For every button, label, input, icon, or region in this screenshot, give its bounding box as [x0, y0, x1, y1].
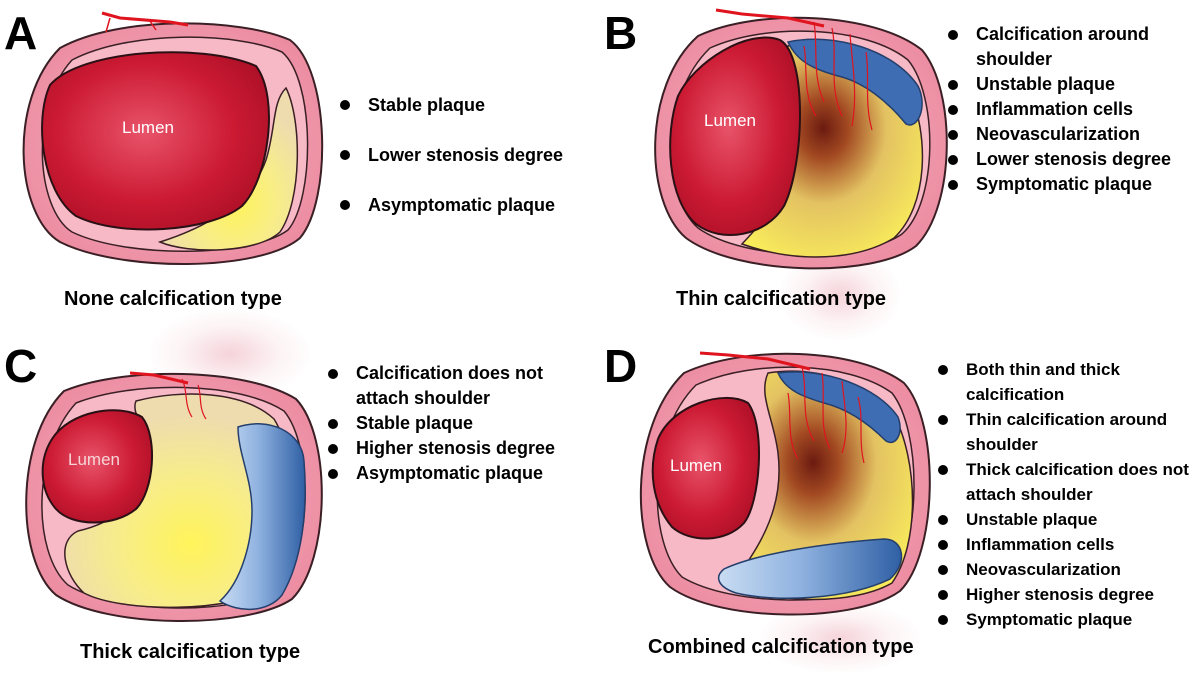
panel-letter: A	[4, 7, 38, 59]
list-item: Calcification around shoulder	[946, 22, 1196, 72]
thin-calcification	[786, 38, 923, 126]
list-item: Asymptomatic plaque	[338, 180, 563, 230]
neovessel-icon	[699, 351, 811, 371]
list-item: Higher stenosis degree	[936, 582, 1198, 607]
list-item: Higher stenosis degree	[326, 436, 596, 461]
characteristics-list: Calcification does not attach shoulder S…	[326, 361, 596, 486]
panel-letter: D	[604, 340, 638, 392]
lumen-label: Lumen	[68, 450, 120, 469]
list-item: Symptomatic plaque	[936, 607, 1198, 632]
neovessel-icon	[129, 371, 189, 385]
list-item: Both thin and thick calcification	[936, 357, 1198, 407]
neovessel-branch-icon	[105, 17, 157, 33]
vessel-cross-section-d: Lumen	[639, 351, 931, 616]
panel-thick-calcification: C Lumen Calcification does not attach sh…	[0, 309, 600, 665]
list-item: Thick calcification does not attach shou…	[936, 457, 1198, 507]
lumen	[669, 36, 801, 236]
panel-combined-calcification: D Lumen Both thin and thick calcificatio…	[600, 333, 1200, 673]
lumen	[651, 396, 761, 540]
neovessel-icon	[715, 8, 825, 28]
lumen	[41, 409, 153, 524]
lumen	[41, 51, 270, 231]
vessel-cross-section-b: Lumen	[654, 8, 948, 270]
list-item: Thin calcification around shoulder	[936, 407, 1198, 457]
list-item: Unstable plaque	[936, 507, 1198, 532]
panel-letter: C	[4, 340, 38, 392]
neovessel-icon	[101, 11, 189, 27]
list-item: Stable plaque	[326, 411, 596, 436]
list-item: Lower stenosis degree	[946, 147, 1196, 172]
characteristics-list: Calcification around shoulder Unstable p…	[946, 22, 1196, 197]
thin-calcification	[776, 371, 901, 444]
list-item: Neovascularization	[936, 557, 1198, 582]
list-item: Neovascularization	[946, 122, 1196, 147]
vessel-cross-section-a: Lumen	[22, 11, 324, 266]
neovessel-branch-icon	[803, 21, 873, 131]
panel-caption: Combined calcification type	[648, 636, 914, 658]
panel-caption: Thin calcification type	[676, 288, 887, 310]
thick-calcification	[218, 423, 306, 611]
thick-calcification	[717, 538, 903, 599]
panel-none-calcification: A Lumen Stable plaque Lower stenosis deg…	[0, 0, 600, 332]
list-item: Unstable plaque	[946, 72, 1196, 97]
list-item: Stable plaque	[338, 80, 563, 130]
lumen-label: Lumen	[670, 456, 722, 475]
characteristics-list: Stable plaque Lower stenosis degree Asym…	[338, 80, 563, 230]
list-item: Lower stenosis degree	[338, 130, 563, 180]
characteristics-list: Both thin and thick calcification Thin c…	[936, 357, 1198, 632]
lumen-label: Lumen	[704, 111, 756, 130]
neovessel-branch-icon	[181, 378, 207, 420]
lipid-core	[157, 86, 299, 251]
vessel-cross-section-c: Lumen	[25, 371, 323, 622]
neovessel-branch-icon	[787, 366, 865, 464]
list-item: Asymptomatic plaque	[326, 461, 596, 486]
lumen-label: Lumen	[122, 118, 174, 137]
panel-thin-calcification: B Lumen Calcification around shoulder Un…	[600, 0, 1200, 340]
panel-caption: Thick calcification type	[80, 641, 301, 663]
list-item: Inflammation cells	[936, 532, 1198, 557]
panel-letter: B	[604, 7, 638, 59]
list-item: Symptomatic plaque	[946, 172, 1196, 197]
panel-caption: None calcification type	[64, 288, 282, 310]
list-item: Calcification does not attach shoulder	[326, 361, 596, 411]
list-item: Inflammation cells	[946, 97, 1196, 122]
